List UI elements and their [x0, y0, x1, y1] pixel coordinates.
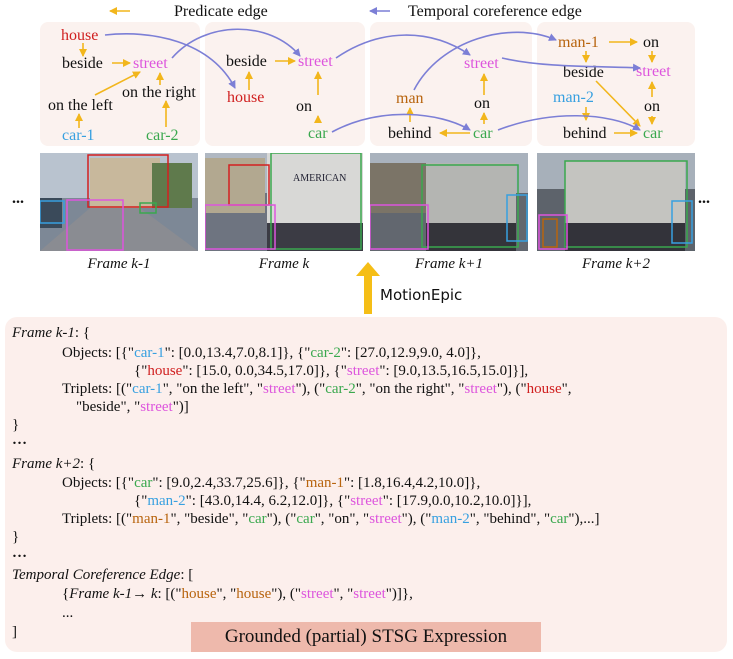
g1-node-car-2: car-2	[146, 127, 179, 144]
graph-panel-2	[205, 22, 365, 146]
g3-node-on: on	[474, 95, 490, 112]
expr-dots-1: …	[12, 432, 27, 448]
expr-frame-k-1-triplets-line1: Triplets: [("car-1", "on the left", "str…	[62, 381, 572, 397]
temporal-edge-street-2-3	[335, 34, 471, 59]
g3-node-car: car	[473, 125, 493, 142]
expr-frame-k-1-objects-line2: {"house": [15.0, 0.0,34.5,17.0]}, {"stre…	[134, 363, 529, 379]
frame-label-k-1: Frame k-1	[87, 256, 151, 272]
expr-temporal-header: Temporal Coreference Edge: [	[12, 567, 194, 583]
temporal-edge-street-3-4	[501, 57, 641, 72]
g1-node-car-1: car-1	[62, 127, 95, 144]
g2-node-on: on	[296, 98, 312, 115]
g4-node-behind: behind	[563, 125, 607, 142]
g3-node-behind: behind	[388, 125, 432, 142]
scene-graph-panel: Predicate edge Temporal coreference edge…	[40, 3, 695, 146]
trailing-ellipsis: ...	[698, 190, 710, 207]
temporal-edge-street-1-2	[171, 28, 301, 59]
expr-dots-2: …	[12, 545, 27, 561]
temporal-edge-man-3-4	[413, 31, 557, 91]
frame-label-k+1: Frame k+1	[414, 256, 484, 272]
caption-label: Grounded (partial) STSG Expression	[191, 622, 541, 652]
video-frame-k-1	[40, 153, 198, 251]
video-frame-k: AMERICAN	[205, 153, 363, 251]
expr-temporal-line: {Frame k-1→ k: [("house", "house"), ("st…	[62, 586, 413, 602]
g1-node-beside: beside	[62, 55, 103, 72]
expr-temporal-more: ...	[62, 605, 74, 621]
g2-node-car: car	[308, 125, 328, 142]
g3-node-man: man	[396, 90, 424, 107]
g1-node-on-the-right: on the right	[122, 84, 196, 101]
expr-close-brace-2: }	[12, 529, 20, 545]
g3-node-street: street	[464, 55, 499, 72]
g1-node-on-the-left: on the left	[48, 97, 113, 114]
temporal-edge-car-3-4	[497, 114, 641, 131]
g2-node-beside: beside	[226, 53, 267, 70]
g4-node-street: street	[636, 63, 671, 80]
model-name-label: MotionEpic	[380, 286, 463, 304]
expr-frame-k+2-objects-line2: {"man-2": [43.0,14.4, 6.2,12.0]}, {"stre…	[134, 493, 532, 509]
svg-text:AMERICAN: AMERICAN	[293, 173, 346, 184]
g4-node-man-2: man-2	[553, 89, 594, 106]
up-arrow-icon	[356, 262, 380, 314]
g2-node-house: house	[227, 89, 264, 106]
temporal-edge-house-1-2	[104, 33, 236, 89]
expr-frame-k-1-objects-line1: Objects: [{"car-1": [0.0,13.4,7.0,8.1]},…	[62, 345, 481, 361]
expr-close-brace-1: }	[12, 417, 20, 433]
g2-node-street: street	[298, 53, 333, 70]
temporal-edge-car-2-3	[331, 113, 471, 133]
expr-frame-k-1-triplets-line2: "beside", "street")]	[76, 399, 189, 415]
g4-node-man-1: man-1	[558, 34, 599, 51]
g4-node-beside: beside	[563, 64, 604, 81]
expr-frame-k+2-header: Frame k+2: {	[12, 456, 96, 472]
g4-node-car: car	[643, 125, 663, 142]
expr-frame-k+2-triplets: Triplets: [("man-1", "beside", "car"), (…	[62, 511, 600, 527]
expr-frame-k+2-objects-line1: Objects: [{"car": [9.0,2.4,33.7,25.6]}, …	[62, 475, 481, 491]
frame-label-k+2: Frame k+2	[581, 256, 651, 272]
stsg-expression-panel	[5, 317, 727, 652]
temporal-edge-legend-label: Temporal coreference edge	[408, 3, 582, 20]
predicate-edge-legend-label: Predicate edge	[174, 3, 268, 20]
video-frame-k+1	[370, 153, 528, 251]
frame-label-k: Frame k	[258, 256, 310, 272]
g4-node-on: on	[644, 98, 660, 115]
expr-frame-k-1-header: Frame k-1: {	[12, 325, 91, 341]
expr-temporal-end: ]	[12, 624, 17, 640]
g1-node-house: house	[61, 27, 98, 44]
leading-ellipsis: ...	[12, 190, 24, 207]
video-frame-k+2	[537, 153, 695, 251]
g1-node-street: street	[133, 55, 168, 72]
g4-node-on-top: on	[643, 34, 659, 51]
